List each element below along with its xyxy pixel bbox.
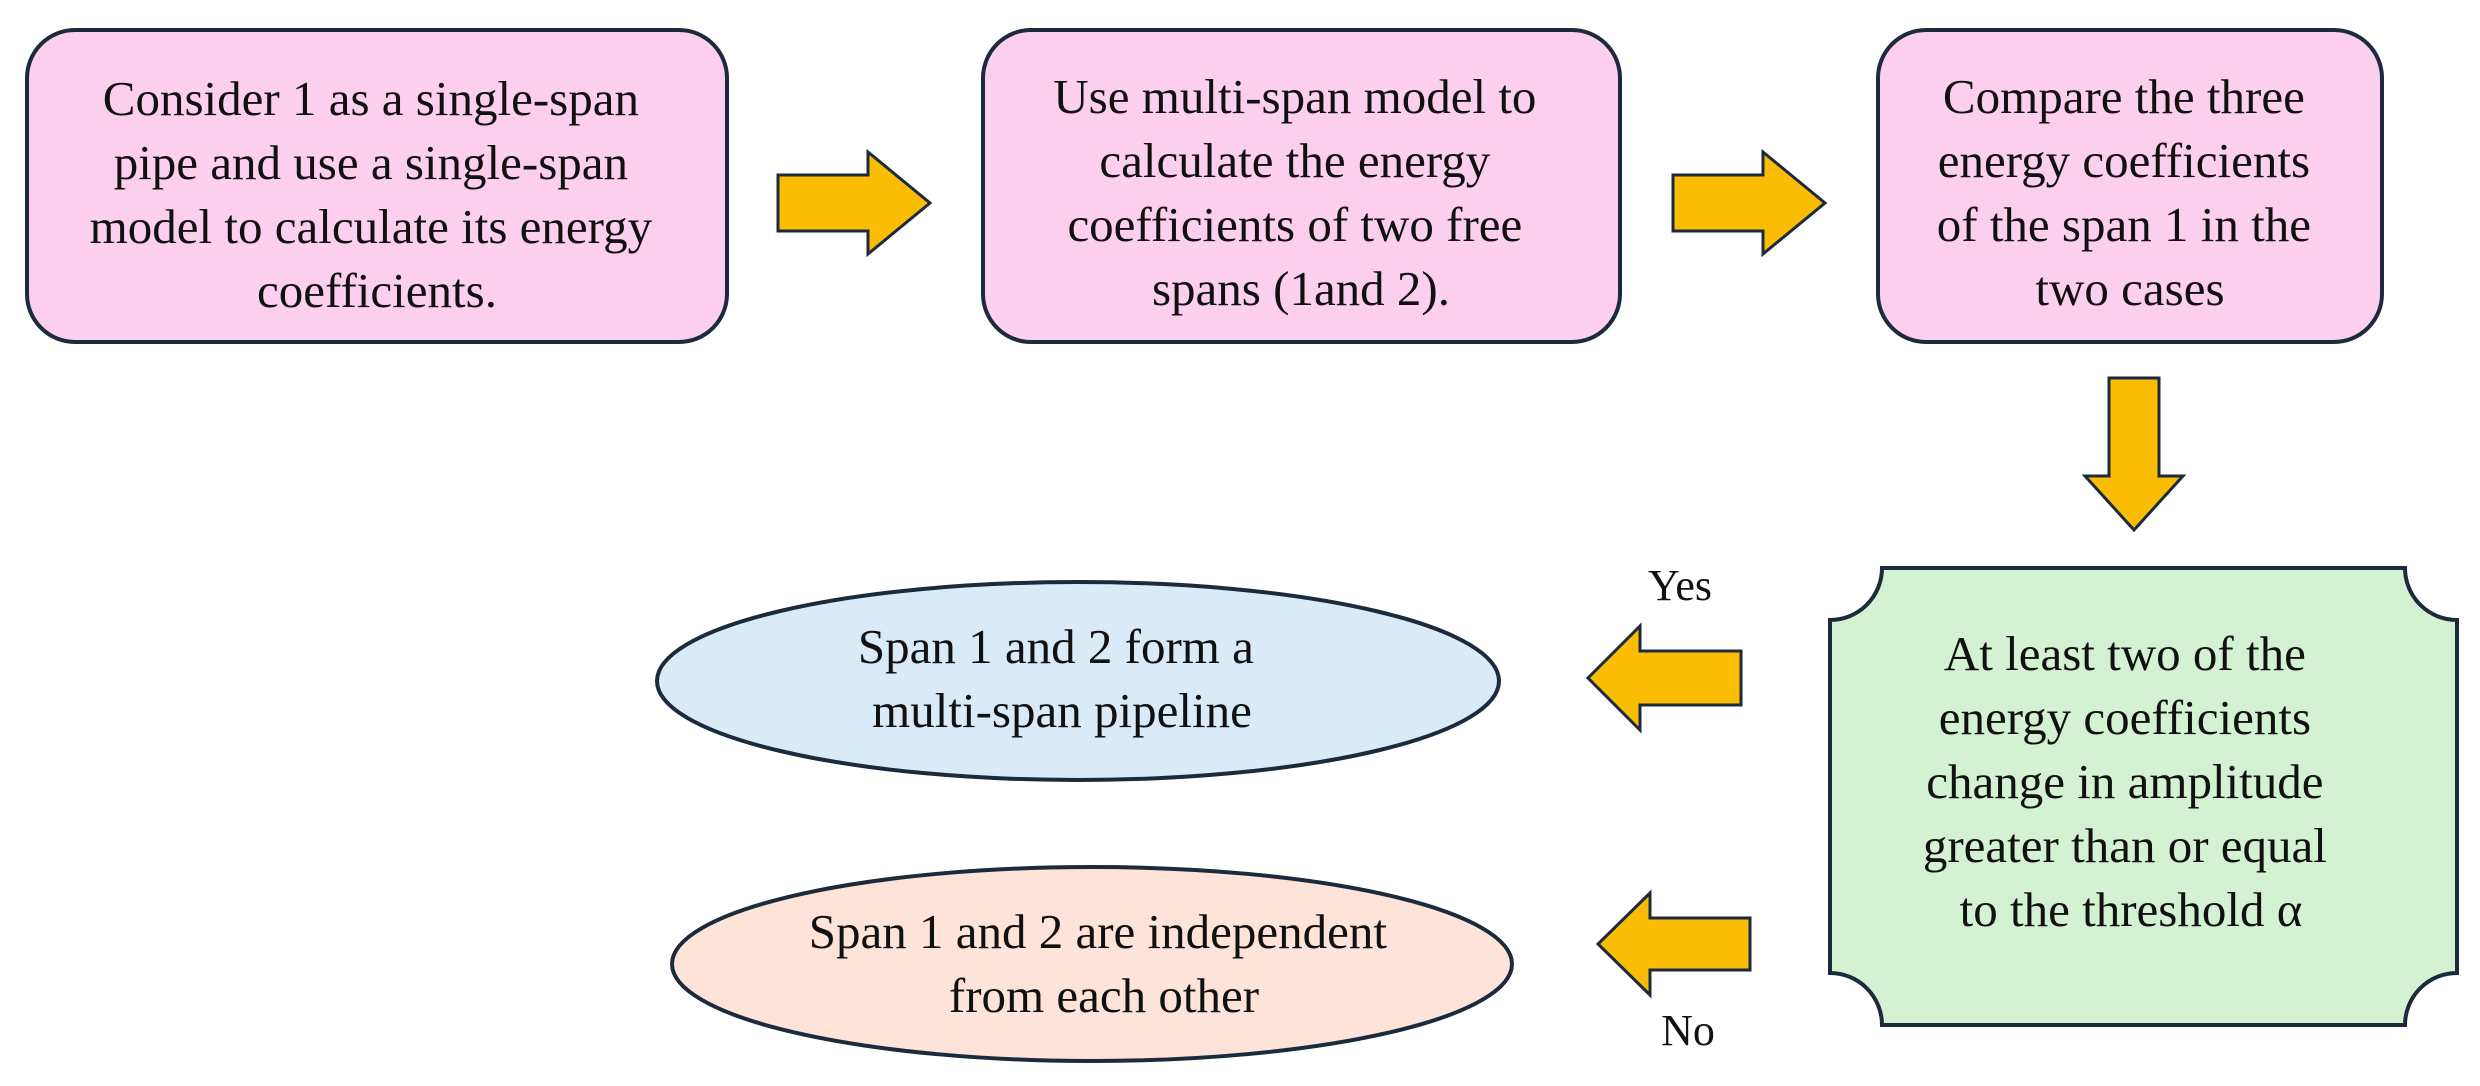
decision-line-3: change in amplitude	[1926, 754, 2323, 809]
arrow-step2-to-step3	[1671, 148, 1828, 258]
decision-line-2: energy coefficients	[1939, 690, 2311, 745]
step-1-box: Consider 1 as a single-span pipe and use…	[25, 28, 729, 344]
arrow-step3-to-decision	[2081, 376, 2187, 533]
result-multi-span: Span 1 and 2 form a multi-span pipeline	[655, 580, 1501, 782]
arrow-step1-to-step2	[776, 148, 933, 258]
step-1-line-1: Consider 1 as a single-span	[103, 71, 639, 126]
step-1-text: Consider 1 as a single-span pipe and use…	[90, 71, 665, 318]
decision-line-1: At least two of the	[1944, 626, 2306, 681]
result-multi-span-text: Span 1 and 2 form a multi-span pipeline	[858, 619, 1266, 738]
decision-line-5: to the threshold α	[1960, 882, 2303, 937]
decision-box: At least two of the energy coefficients …	[1828, 566, 2459, 1027]
step-1-line-4: coefficients.	[257, 263, 497, 318]
step-1-line-2: pipe and use a single-span	[114, 135, 628, 190]
result-independent: Span 1 and 2 are independent from each o…	[670, 865, 1514, 1063]
decision-box-shape	[1828, 566, 2459, 1027]
step-2-line-4: spans (1and 2).	[1152, 261, 1450, 316]
step-2-text: Use multi-span model to calculate the en…	[1053, 69, 1548, 316]
yes-label: Yes	[1648, 561, 1712, 610]
result-multi-span-line-2: multi-span pipeline	[872, 683, 1252, 738]
step-2-box: Use multi-span model to calculate the en…	[981, 28, 1622, 344]
step-2-line-2: calculate the energy	[1099, 133, 1490, 188]
step-3-box-shape	[1876, 28, 2384, 344]
step-3-text: Compare the three energy coefficients of…	[1937, 69, 2323, 316]
result-independent-text: Span 1 and 2 are independent from each o…	[809, 904, 1400, 1023]
result-independent-shape	[670, 865, 1514, 1063]
arrow-yes-to-multi-span	[1585, 622, 1743, 734]
decision-text: At least two of the energy coefficients …	[1923, 626, 2339, 937]
result-independent-line-1: Span 1 and 2 are independent	[809, 904, 1388, 959]
step-2-box-shape	[981, 28, 1622, 344]
step-3-line-3: of the span 1 in the	[1937, 197, 2311, 252]
step-2-line-3: coefficients of two free	[1067, 197, 1522, 252]
step-1-line-3: model to calculate its energy	[90, 199, 653, 254]
no-label: No	[1661, 1006, 1715, 1055]
result-independent-line-2: from each other	[949, 968, 1259, 1023]
step-3-line-2: energy coefficients	[1938, 133, 2310, 188]
arrow-no-to-independent	[1595, 889, 1752, 999]
step-3-line-1: Compare the three	[1943, 69, 2305, 124]
step-3-line-4: two cases	[2035, 261, 2224, 316]
step-1-box-shape	[25, 28, 729, 344]
step-3-box: Compare the three energy coefficients of…	[1876, 28, 2384, 344]
step-2-line-1: Use multi-span model to	[1053, 69, 1536, 124]
result-multi-span-line-1: Span 1 and 2 form a	[858, 619, 1254, 674]
decision-line-4: greater than or equal	[1923, 818, 2327, 873]
result-multi-span-shape	[655, 580, 1501, 782]
